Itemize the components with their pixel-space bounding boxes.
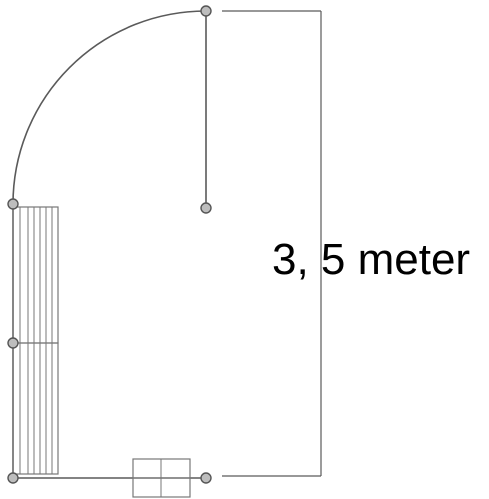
curved-wall-arc xyxy=(12,10,207,205)
small-box xyxy=(132,458,191,498)
node-bottom-left xyxy=(7,472,19,484)
node-bottom-right xyxy=(200,472,212,484)
tall-panel-lower xyxy=(12,342,59,475)
dimension-bracket xyxy=(222,10,322,477)
node-arc-start xyxy=(7,198,19,210)
node-left-middle xyxy=(7,337,19,349)
tall-panel-stack xyxy=(12,206,59,475)
node-top-right xyxy=(200,5,212,17)
node-post-bottom xyxy=(200,202,212,214)
dimension-label: 3, 5 meter xyxy=(272,235,470,284)
